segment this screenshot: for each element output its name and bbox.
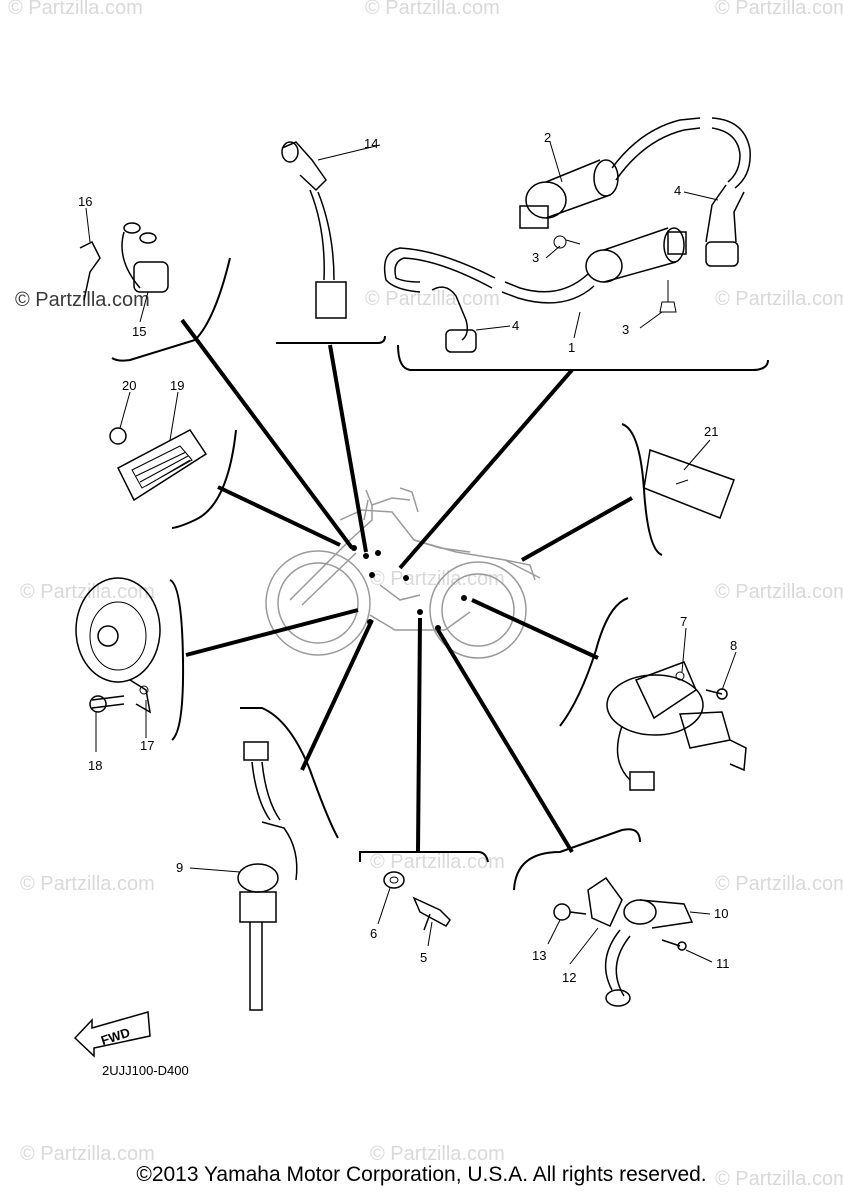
bolt-and-washer [383,871,451,931]
rear-reflector [109,427,208,502]
watermark: © Partzilla.com [370,568,505,590]
callout-2: 2 [544,130,551,145]
watermark: © Partzilla.com [715,288,843,310]
coil-bolt-upper [553,235,581,249]
watermark: © Partzilla.com [365,288,500,310]
main-switch [606,661,747,791]
diagram-code: 2UJJ100-D400 [102,1063,189,1078]
leader-lines [180,318,633,854]
motorcycle-silhouette [265,487,541,659]
callout-21: 21 [704,424,718,439]
watermark: © Partzilla.com [8,0,143,19]
callout-3: 3 [532,250,539,265]
watermark: © Partzilla.com [715,581,843,603]
callout-5: 5 [420,950,427,965]
callout-11: 11 [716,956,730,971]
watermark: © Partzilla.com [15,289,150,311]
watermark: © Partzilla.com [365,0,500,19]
callout-4: 4 [674,183,681,198]
fwd-label: FWD [99,1025,132,1048]
callout-4: 4 [512,318,519,333]
watermark: © Partzilla.com [370,1143,505,1165]
callout-20: 20 [122,378,136,393]
spark-plug-cap-left [431,286,477,353]
watermark: © Partzilla.com [370,851,505,873]
callout-3: 3 [622,322,629,337]
callout-8: 8 [730,638,737,653]
callout-19: 19 [170,378,184,393]
callout-1: 1 [568,340,575,355]
watermark: © Partzilla.com [715,873,843,895]
callout-18: 18 [88,758,102,773]
group-brackets [111,257,769,891]
watermark: © Partzilla.com [20,581,155,603]
relay-unit [79,222,169,301]
relay-bracket-assembly [553,876,694,1007]
spark-plug-cap-right [705,184,745,267]
callout-6: 6 [370,926,377,941]
watermark-layer: © Partzilla.com © Partzilla.com © Partzi… [8,0,843,1190]
callout-9: 9 [176,860,183,875]
callout-15: 15 [132,324,146,339]
callout-12: 12 [562,970,576,985]
ignition-coil-upper [519,117,751,229]
callout-10: 10 [714,906,728,921]
callout-13: 13 [532,948,546,963]
horn [75,577,161,714]
neutral-switch-lead [281,141,347,319]
thermo-switch [237,741,298,1011]
high-tension-cord [383,247,496,293]
callout-16: 16 [78,194,92,209]
watermark: © Partzilla.com [715,0,843,19]
watermark: © Partzilla.com [20,1143,155,1165]
ignition-coil-lower [501,227,687,304]
watermark: © Partzilla.com [715,1168,843,1190]
side-reflector [643,448,735,519]
watermark: © Partzilla.com [20,873,155,895]
callout-14: 14 [364,136,378,151]
callout-17: 17 [140,738,154,753]
ignition-coil-assembly [383,117,751,353]
callout-7: 7 [680,614,687,629]
coil-bolt-lower [659,280,677,313]
forward-arrow-icon: FWD [73,1011,151,1058]
copyright-notice: ©2013 Yamaha Motor Corporation, U.S.A. A… [136,1163,707,1186]
callouts: 14 2 4 3 16 15 4 3 1 20 19 21 7 8 17 18 [78,130,737,985]
